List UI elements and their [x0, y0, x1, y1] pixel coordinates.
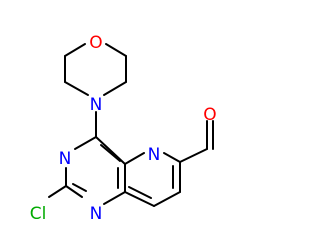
- bond-n1-c8a: [103, 191, 126, 205]
- bond-c4a-n5: [124, 152, 145, 165]
- bond-c2-n1: [65, 185, 83, 198]
- bond-c2-n1-inner: [72, 183, 87, 192]
- nitrogen-label-pyrimidine-left: N: [59, 149, 72, 169]
- chlorine-label: Cl: [30, 204, 47, 224]
- bond-c4a-c4: [95, 136, 126, 165]
- bond-lines: [48, 43, 214, 207]
- bond-c4a-c4-inner: [100, 144, 121, 162]
- nitrogen-label-morpholine: N: [90, 95, 103, 115]
- bond-c8-c8a-inner: [128, 186, 152, 199]
- bond-c-n-right: [103, 81, 127, 96]
- nitrogen-label-pyridine: N: [148, 145, 161, 165]
- bond-o-c2: [105, 43, 127, 57]
- bond-c8-c8a: [124, 191, 155, 207]
- atom-labels: O N N N N Cl O: [30, 33, 217, 224]
- bond-c4-n3: [74, 136, 97, 150]
- oxygen-label-aldehyde: O: [203, 105, 216, 125]
- molecule-diagram: O N N N N Cl O: [30, 33, 217, 224]
- structure-canvas: O N N N N Cl O: [29, 33, 217, 224]
- bond-n5-c6: [163, 152, 181, 163]
- nitrogen-label-pyrimidine-bottom: N: [90, 204, 103, 224]
- bond-o-c1: [64, 43, 86, 57]
- oxygen-label-morpholine: O: [89, 33, 102, 53]
- bond-c-n-left: [64, 81, 89, 96]
- bond-c6-cho: [179, 148, 208, 163]
- bond-c7-c8: [153, 191, 181, 207]
- bond-c2-cl: [48, 185, 67, 198]
